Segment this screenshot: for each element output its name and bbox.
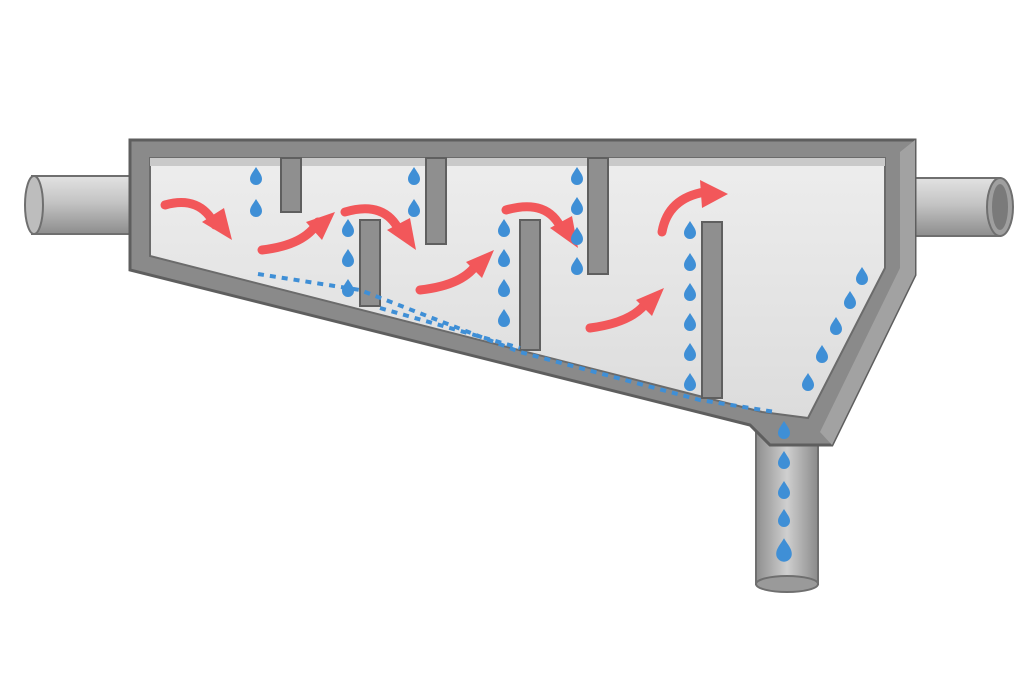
flow-arrow-6 <box>585 288 664 333</box>
baffle-bottom-2 <box>519 219 541 351</box>
sediment-line <box>257 272 776 414</box>
baffle-bottom-3 <box>701 221 723 399</box>
flow-arrows <box>160 180 728 333</box>
flow-arrow-1 <box>160 198 232 240</box>
flow-arrow-4 <box>415 250 494 295</box>
baffles <box>280 157 723 399</box>
flow-arrow-5 <box>501 202 578 248</box>
flow-arrow-3 <box>340 204 416 250</box>
flow-arrow-7 <box>657 180 728 237</box>
baffle-top-1 <box>280 157 302 213</box>
flow-arrow-2 <box>257 212 335 255</box>
baffle-top-3 <box>587 157 609 275</box>
baffle-top-2 <box>425 157 447 245</box>
outlet-pipe <box>895 177 1014 237</box>
baffle-bottom-1 <box>359 219 381 307</box>
